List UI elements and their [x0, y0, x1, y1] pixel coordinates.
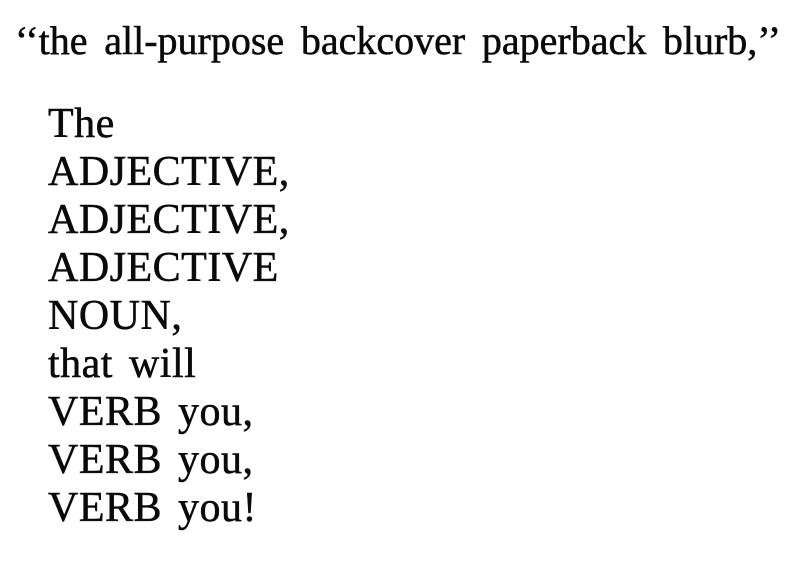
blurb-line: that will [48, 341, 197, 388]
title-word: ‘‘the [15, 18, 88, 63]
title-word: blurb,’’ [662, 18, 782, 63]
blurb-line: VERB you! [48, 485, 257, 532]
blurb-line: The [48, 101, 115, 148]
blurb-line: ADJECTIVE, [48, 149, 290, 196]
blurb-title: ‘‘the all-purpose backcover paperback bl… [15, 18, 782, 63]
blurb-line: VERB you, [48, 437, 254, 484]
title-word: backcover [300, 18, 466, 63]
blurb-line: ADJECTIVE, [48, 197, 290, 244]
blurb-line: VERB you, [48, 389, 254, 436]
blurb-line: ADJECTIVE [48, 245, 279, 292]
blurb-line: NOUN, [48, 293, 183, 340]
title-word: paperback [481, 18, 647, 63]
title-word: all-purpose [104, 18, 285, 63]
blurb-template-list: The ADJECTIVE, ADJECTIVE, ADJECTIVE NOUN… [48, 100, 290, 532]
